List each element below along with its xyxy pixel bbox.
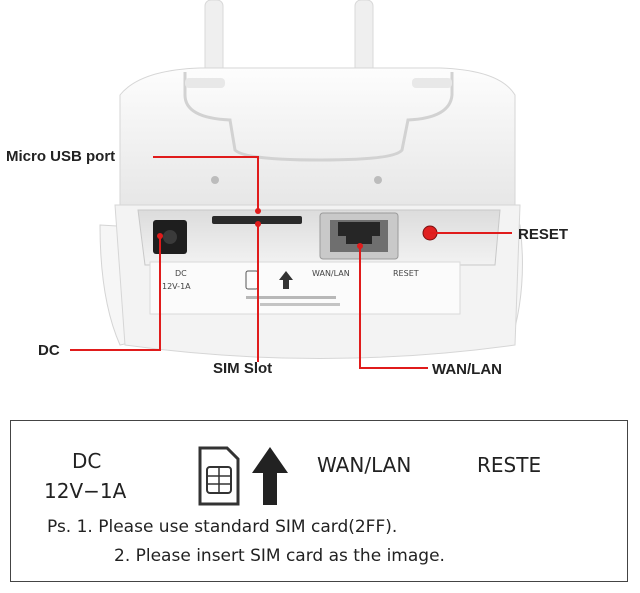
callout-dot-micro-usb <box>255 208 261 214</box>
screw-right <box>374 176 382 184</box>
callout-dot-wan <box>357 243 363 249</box>
dc-jack-hole <box>163 230 177 244</box>
panel-label-dc: DC <box>175 269 187 278</box>
panel-note-line-1 <box>246 296 336 299</box>
legend-reset: RESTE <box>477 453 542 477</box>
port-cavity <box>137 209 501 266</box>
arrow-up-icon <box>252 447 288 505</box>
ethernet-port-contacts <box>338 222 380 244</box>
callout-dots <box>157 208 363 249</box>
screw-left <box>211 176 219 184</box>
callout-lines <box>70 156 512 369</box>
legend-wan-lan: WAN/LAN <box>317 453 412 477</box>
port-label-legend: DC 12V−1A WAN/LAN RESTE Ps. 1. Please us… <box>10 420 628 582</box>
callout-dot-dc <box>157 233 163 239</box>
panel-label-power: 12V-1A <box>162 282 191 291</box>
callout-reset: RESET <box>518 226 569 243</box>
callout-micro-usb-port: Micro USB port <box>6 148 116 165</box>
callout-line-dc <box>70 236 161 351</box>
panel-label-wan-lan: WAN/LAN <box>312 269 350 278</box>
router-device-illustration: DC 12V-1A WAN/LAN RESET <box>70 0 523 369</box>
callout-line-micro-usb <box>153 156 259 212</box>
device-body-top <box>119 67 516 211</box>
callout-dc: DC <box>38 342 60 359</box>
legend-power-rating: 12V−1A <box>44 479 127 503</box>
legend-dc: DC <box>72 449 102 473</box>
legend-note-2: 2. Please insert SIM card as the image. <box>114 546 445 566</box>
callout-sim-slot: SIM Slot <box>213 360 273 377</box>
bracket-slot-left <box>185 78 225 88</box>
bracket-slot-right <box>412 78 452 88</box>
panel-note-line-2 <box>260 303 340 306</box>
legend-note-1: Ps. 1. Please use standard SIM card(2FF)… <box>47 517 398 537</box>
micro-usb-slot <box>212 216 302 224</box>
callout-line-wan <box>359 246 428 369</box>
callout-dot-sim <box>255 221 261 227</box>
mounting-bracket <box>183 72 454 162</box>
panel-arrow-icon <box>279 271 293 289</box>
panel-label-reset: RESET <box>393 269 419 278</box>
callout-wan-lan: WAN/LAN <box>432 361 502 378</box>
sim-card-icon <box>198 446 240 506</box>
